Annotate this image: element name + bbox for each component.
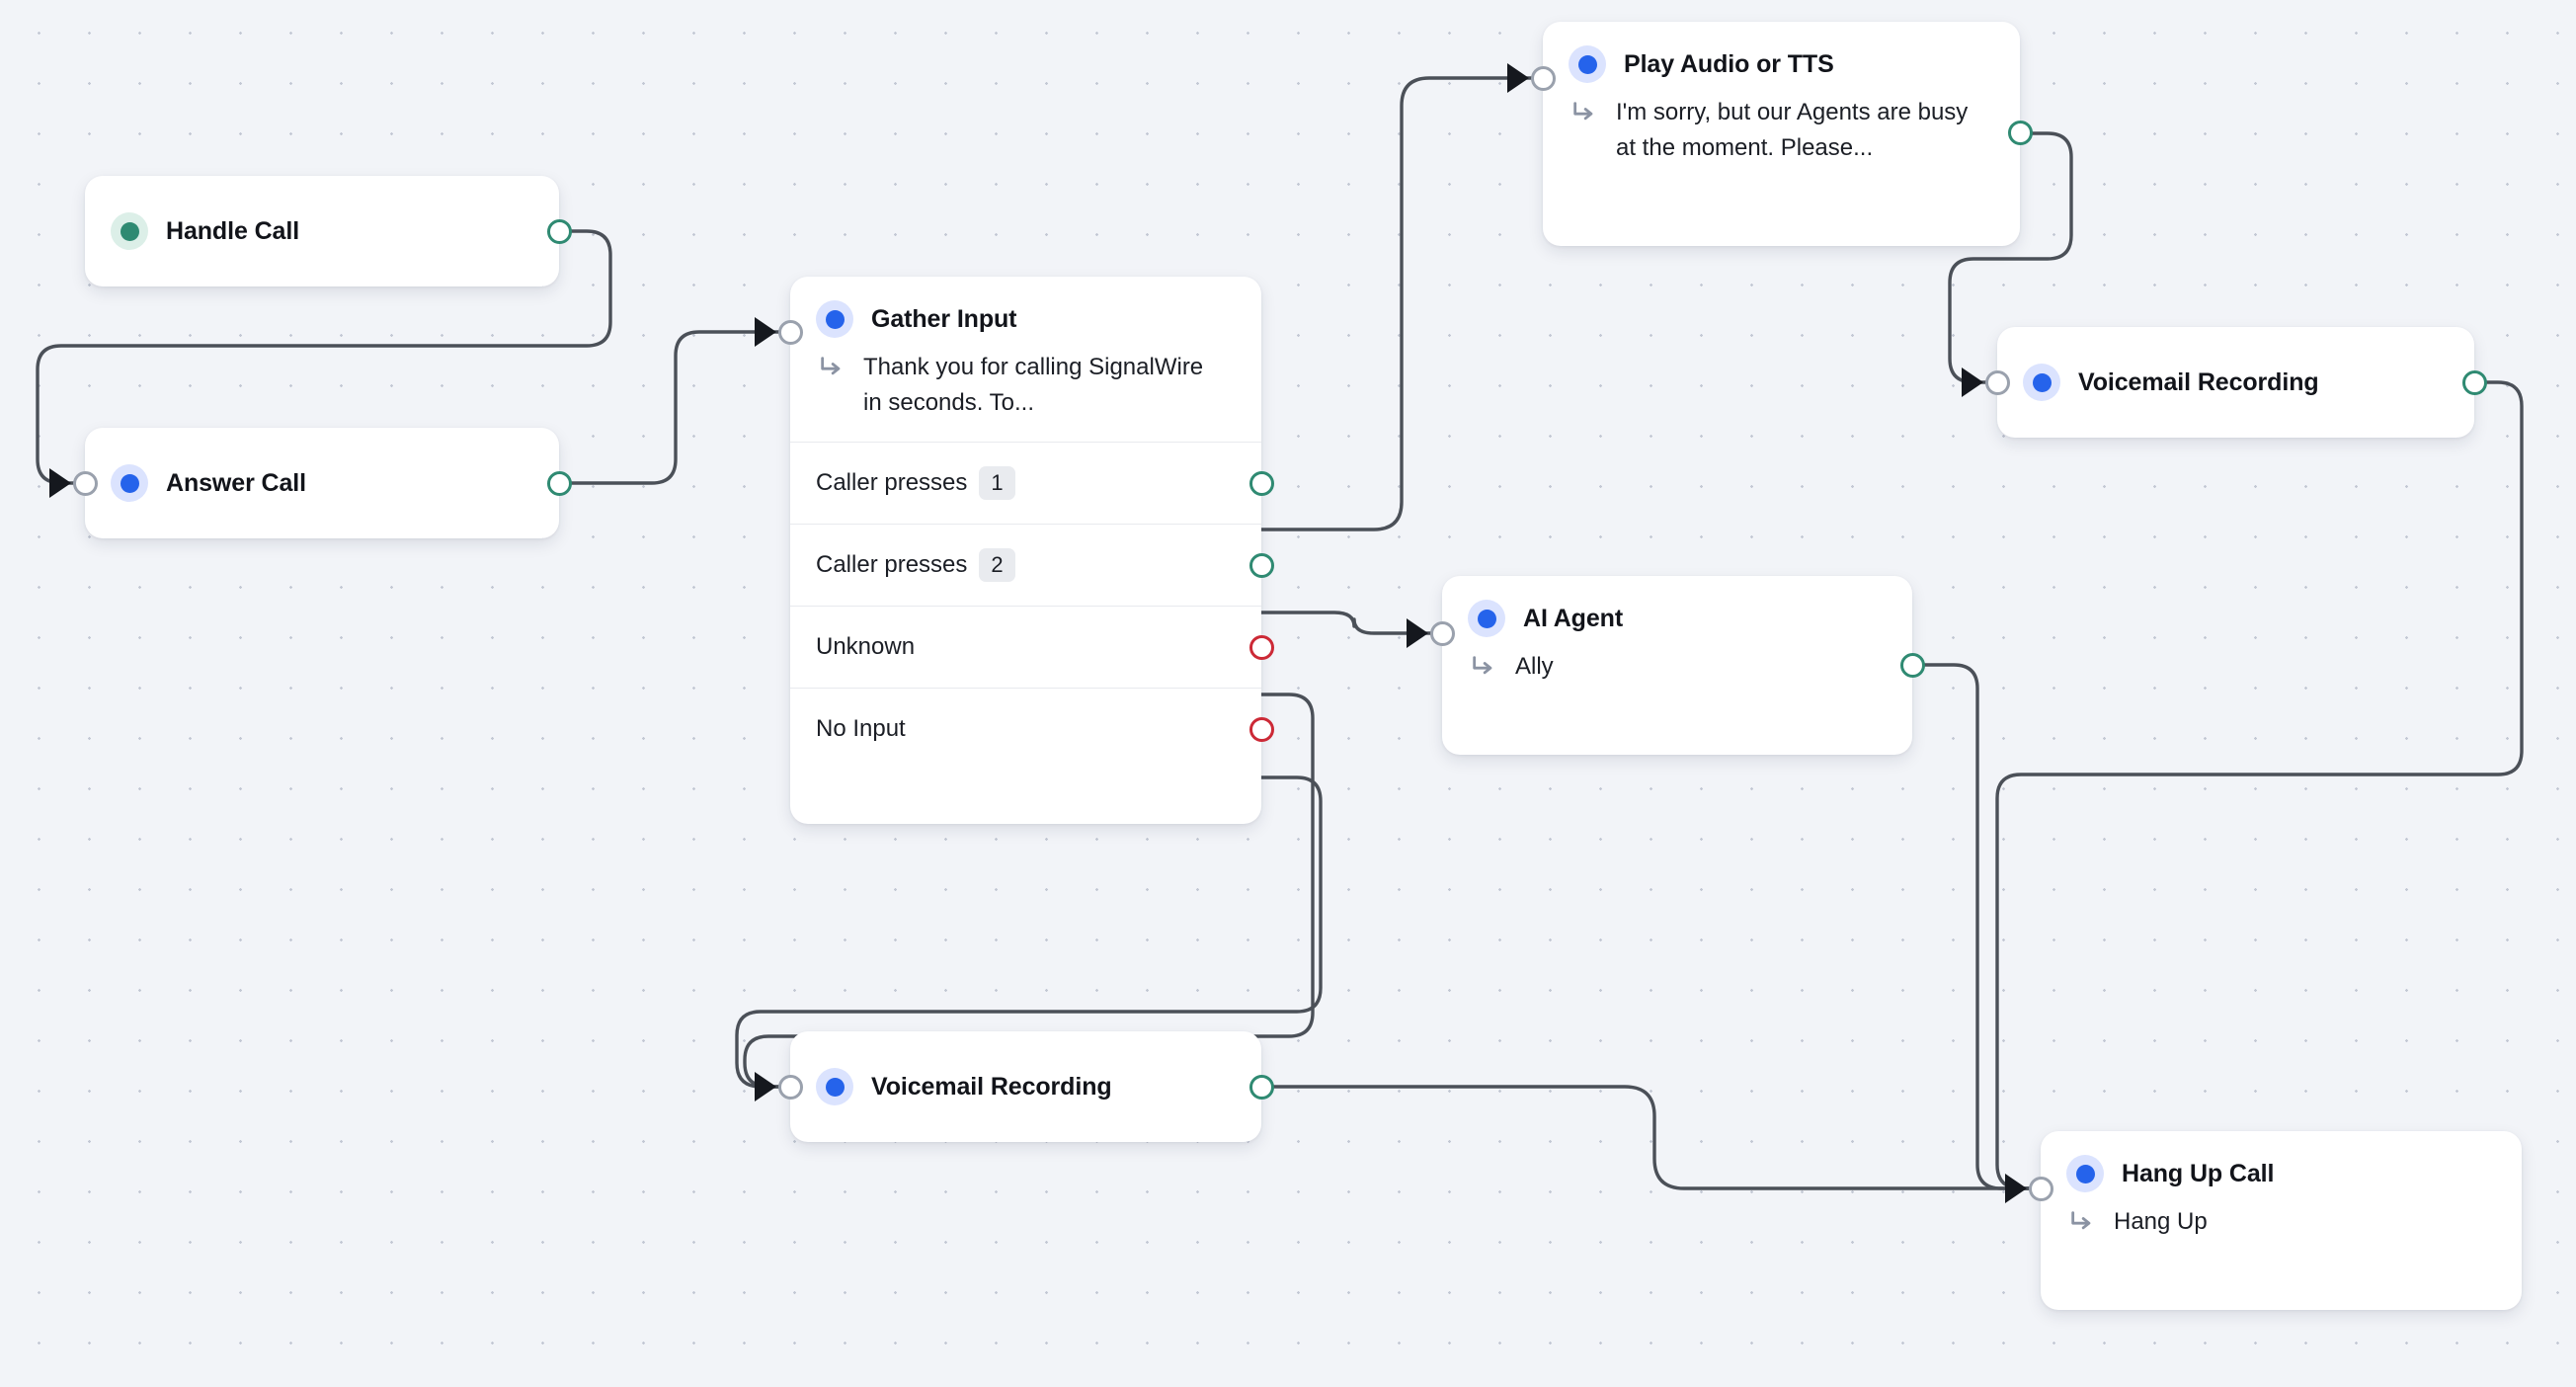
node-subtitle: Thank you for calling SignalWire in seco… bbox=[863, 354, 1204, 416]
node-subtitle: Ally bbox=[1515, 653, 1554, 680]
node-header: Hang Up Call bbox=[2041, 1131, 2522, 1208]
return-arrow-icon bbox=[821, 357, 841, 375]
node-header: Gather Input bbox=[790, 277, 1261, 354]
node-answer-call[interactable]: Answer Call bbox=[49, 428, 572, 538]
status-dot-icon bbox=[816, 300, 853, 338]
node-title: Answer Call bbox=[166, 468, 307, 497]
node-subtitle-row: Ally bbox=[1442, 649, 1912, 706]
node-title: AI Agent bbox=[1523, 604, 1624, 632]
option-output-port[interactable] bbox=[1248, 471, 1274, 497]
node-voicemail-recording-bottom[interactable]: Voicemail Recording bbox=[755, 1031, 1274, 1142]
return-arrow-icon bbox=[1573, 102, 1593, 121]
option-output-port[interactable] bbox=[1248, 635, 1274, 661]
output-port[interactable] bbox=[2461, 369, 2487, 395]
status-dot-icon bbox=[1468, 600, 1505, 637]
status-dot-icon bbox=[111, 464, 148, 502]
option-output-port[interactable] bbox=[1248, 717, 1274, 743]
node-subtitle-row: I'm sorry, but our Agents are busy at th… bbox=[1543, 95, 2020, 187]
node-voicemail-recording-right[interactable]: Voicemail Recording bbox=[1962, 327, 2487, 438]
output-port[interactable] bbox=[546, 470, 572, 496]
node-title: Handle Call bbox=[166, 216, 300, 245]
output-port[interactable] bbox=[1248, 1074, 1274, 1100]
output-port[interactable] bbox=[2007, 121, 2033, 145]
option-label: No Input bbox=[816, 715, 906, 743]
status-dot-icon bbox=[816, 1068, 853, 1105]
edge-voicemail-right-to-hangup bbox=[1995, 380, 2524, 1190]
edge-answer-to-gather bbox=[557, 330, 786, 485]
input-arrow-icon bbox=[755, 1072, 776, 1101]
node-title: Gather Input bbox=[871, 304, 1017, 333]
input-port[interactable] bbox=[1429, 620, 1455, 646]
option-label: Caller presses bbox=[816, 551, 968, 579]
option-row-no-input[interactable]: No Input bbox=[790, 688, 1274, 770]
output-port[interactable] bbox=[546, 218, 572, 244]
status-dot-icon bbox=[2066, 1155, 2104, 1192]
option-badge: 1 bbox=[979, 466, 1015, 500]
edge-aiagent-to-hangup bbox=[1910, 663, 2037, 1190]
node-subtitle: Hang Up bbox=[2114, 1208, 2208, 1235]
node-title: Hang Up Call bbox=[2122, 1159, 2275, 1187]
node-hang-up-call[interactable]: Hang Up Call Hang Up bbox=[2005, 1131, 2522, 1310]
node-gather-input[interactable]: Gather Input Thank you for calling Signa… bbox=[755, 277, 1274, 824]
node-subtitle: I'm sorry, but our Agents are busy at th… bbox=[1616, 99, 1969, 161]
output-port[interactable] bbox=[1899, 652, 1925, 678]
input-arrow-icon bbox=[2005, 1174, 2027, 1203]
input-port[interactable] bbox=[2028, 1176, 2053, 1201]
node-header: Handle Call bbox=[85, 176, 559, 286]
status-dot-icon bbox=[111, 212, 148, 250]
return-arrow-icon bbox=[1473, 656, 1492, 675]
input-arrow-icon bbox=[1962, 367, 1983, 397]
option-label: Unknown bbox=[816, 633, 916, 661]
node-header: Play Audio or TTS bbox=[1543, 22, 2020, 99]
node-title: Voicemail Recording bbox=[871, 1072, 1112, 1101]
option-badge: 2 bbox=[979, 548, 1015, 582]
node-header: Voicemail Recording bbox=[790, 1031, 1261, 1142]
status-dot-icon bbox=[1569, 45, 1606, 83]
node-header: AI Agent bbox=[1442, 576, 1912, 653]
option-output-port[interactable] bbox=[1248, 553, 1274, 579]
status-dot-icon bbox=[2023, 364, 2060, 401]
edge-voicemail-bottom-to-hangup bbox=[1259, 1085, 2037, 1190]
node-subtitle-row: Thank you for calling SignalWire in seco… bbox=[790, 350, 1261, 442]
node-title: Play Audio or TTS bbox=[1624, 49, 1834, 78]
input-port[interactable] bbox=[1984, 369, 2010, 395]
edge-opt1-to-playaudio bbox=[1259, 76, 1533, 531]
input-arrow-icon bbox=[1407, 618, 1428, 648]
option-row-unknown[interactable]: Unknown bbox=[790, 606, 1274, 688]
input-port[interactable] bbox=[777, 319, 803, 345]
input-arrow-icon bbox=[1507, 63, 1529, 93]
input-port[interactable] bbox=[777, 1074, 803, 1100]
node-ai-agent[interactable]: AI Agent Ally bbox=[1407, 576, 1925, 755]
option-row-caller-presses-2[interactable]: Caller presses 2 bbox=[790, 524, 1274, 606]
node-header: Answer Call bbox=[85, 428, 559, 538]
node-play-audio-or-tts[interactable]: Play Audio or TTS I'm sorry, but our Age… bbox=[1507, 22, 2033, 246]
input-arrow-icon bbox=[755, 317, 776, 347]
option-row-caller-presses-1[interactable]: Caller presses 1 bbox=[790, 442, 1274, 524]
input-arrow-icon bbox=[49, 468, 71, 498]
node-handle-call[interactable]: Handle Call bbox=[85, 176, 572, 286]
node-title: Voicemail Recording bbox=[2078, 367, 2319, 396]
input-port[interactable] bbox=[1530, 65, 1556, 91]
option-label: Caller presses bbox=[816, 469, 968, 497]
node-header: Voicemail Recording bbox=[1997, 327, 2474, 438]
return-arrow-icon bbox=[2071, 1211, 2091, 1230]
input-port[interactable] bbox=[72, 470, 98, 496]
node-subtitle-row: Hang Up bbox=[2041, 1204, 2522, 1262]
